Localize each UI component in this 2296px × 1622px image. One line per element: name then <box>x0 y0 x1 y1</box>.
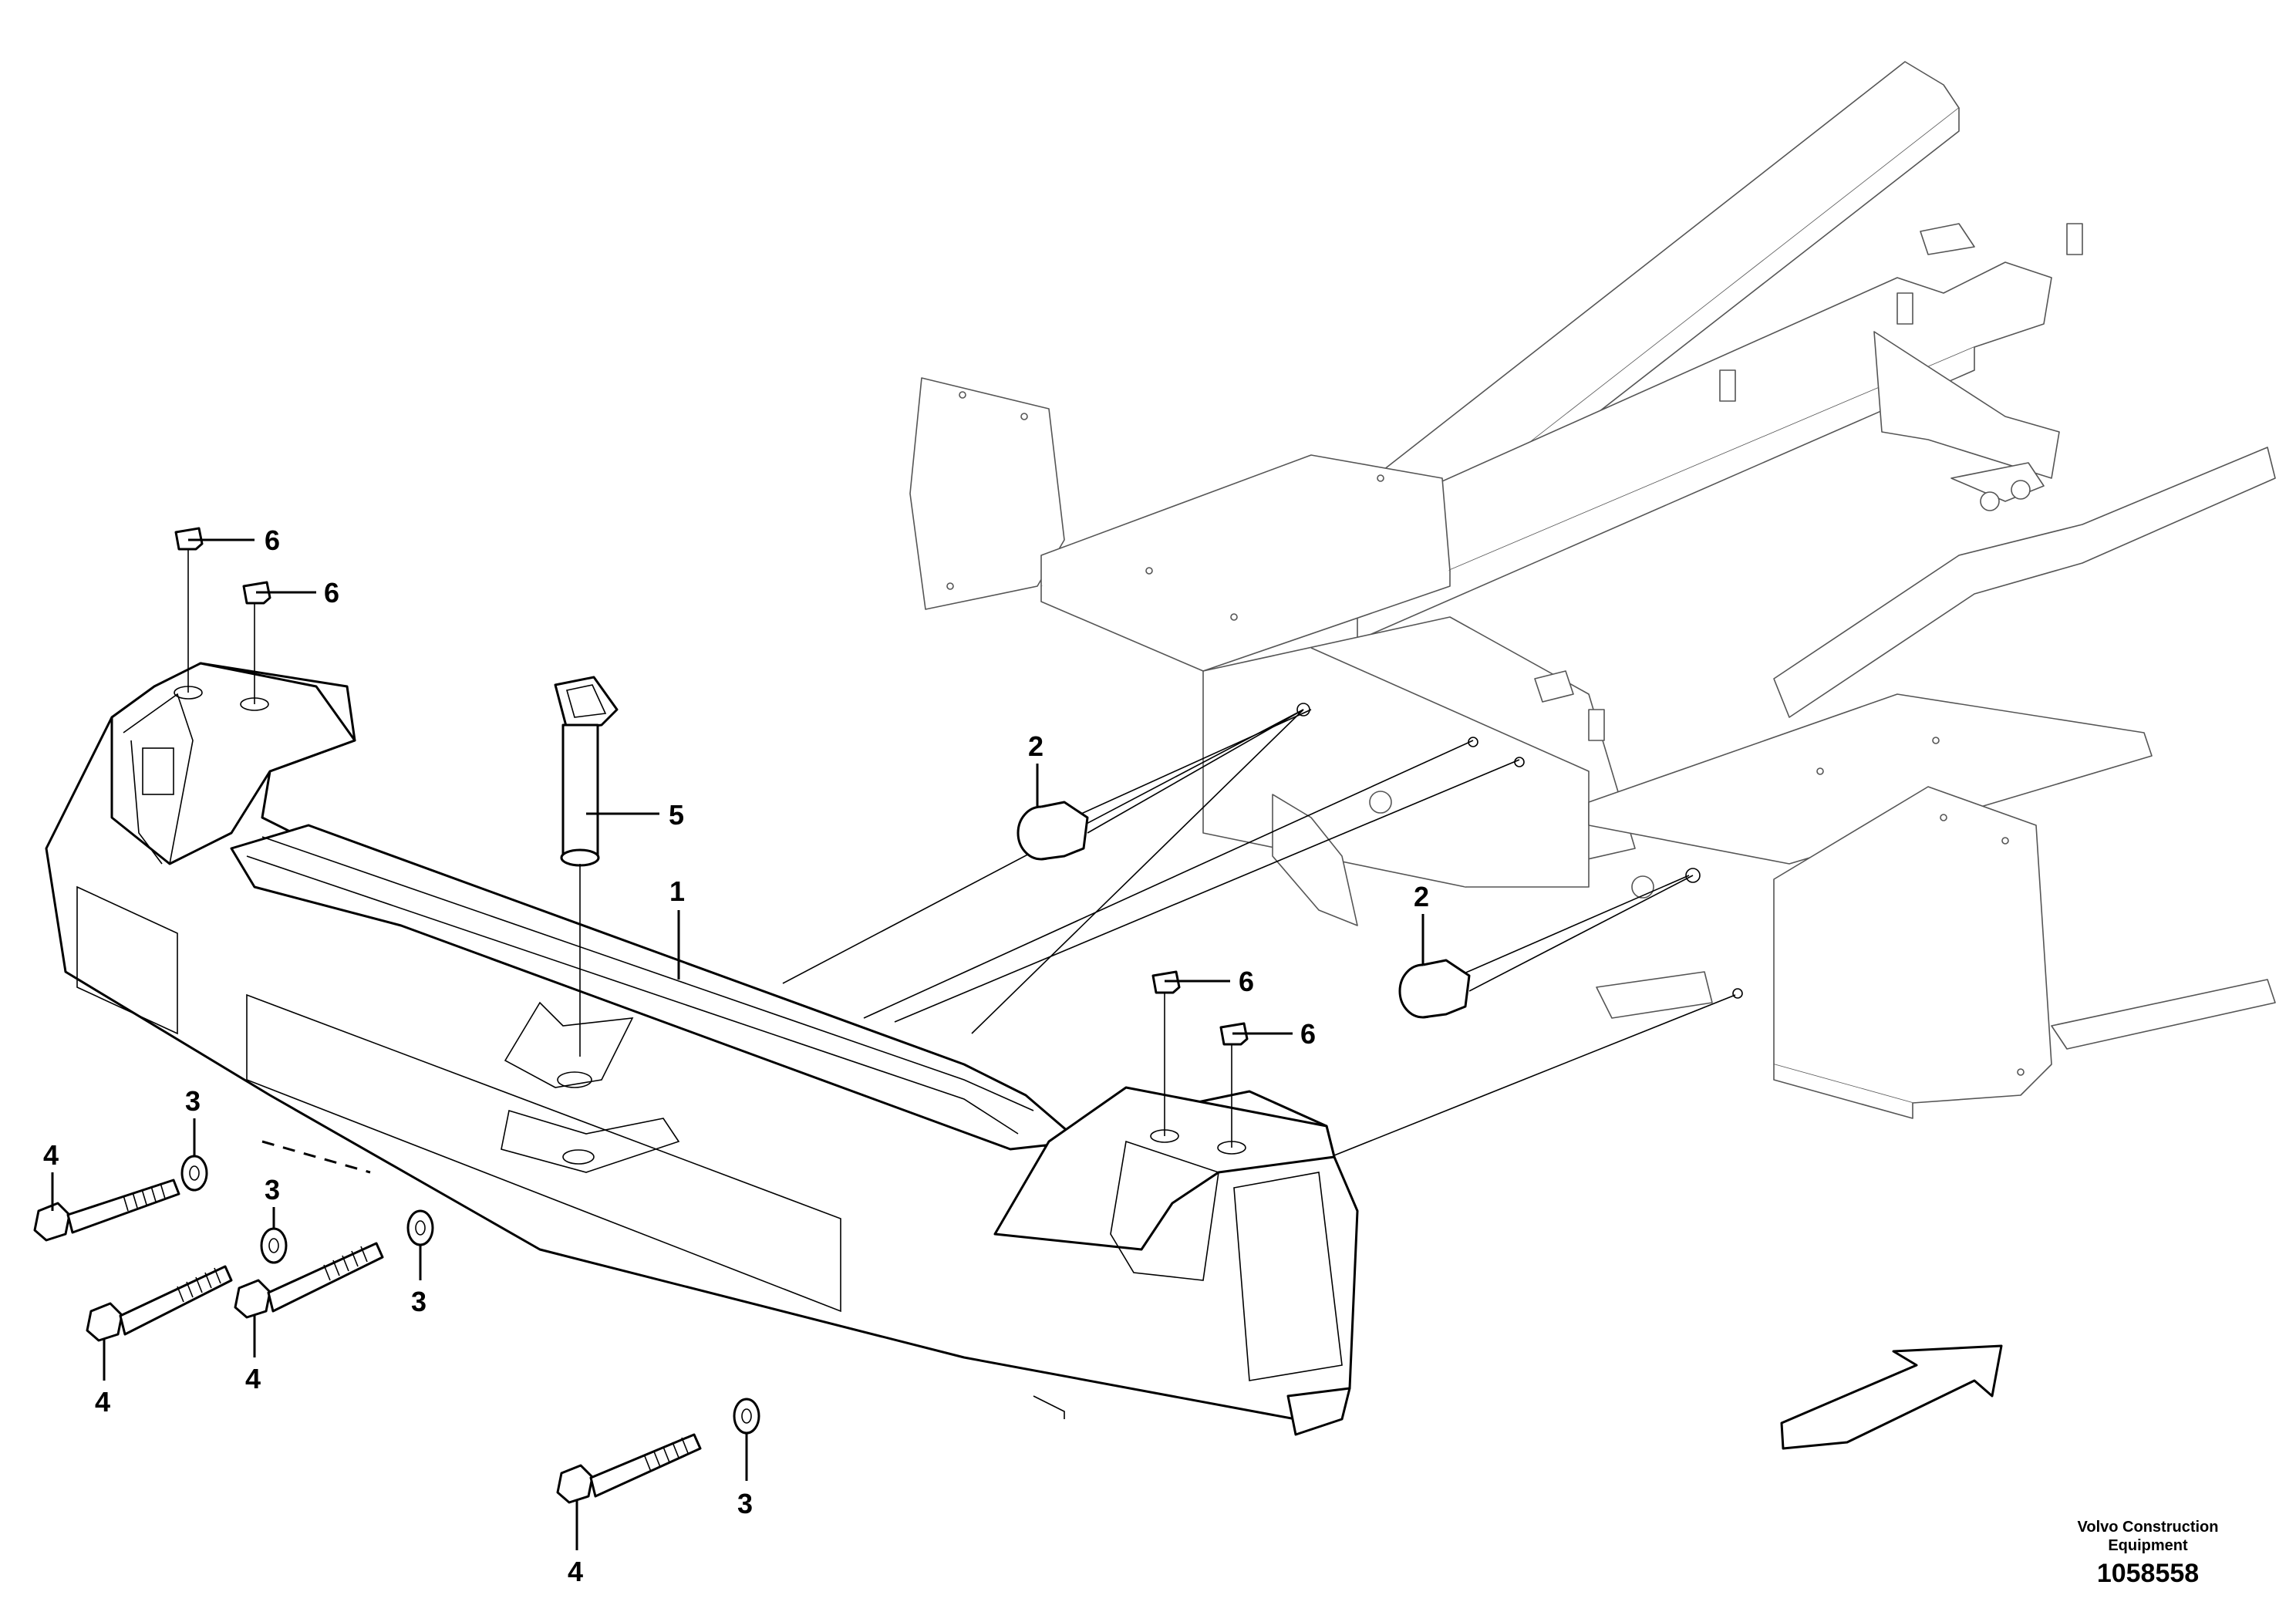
part-5-lock-pin <box>554 676 619 1057</box>
callout-4-a: 4 <box>43 1139 59 1171</box>
forward-direction-arrow-icon <box>1780 1344 2003 1450</box>
callout-6-c: 6 <box>1239 966 1254 997</box>
callout-3-b: 3 <box>265 1174 280 1206</box>
callouts: 6 6 5 1 2 2 6 6 3 3 3 3 4 4 4 4 <box>43 524 1429 1587</box>
callout-2-a: 2 <box>1028 730 1043 762</box>
callout-3-d: 3 <box>737 1488 753 1519</box>
callout-3-a: 3 <box>185 1085 201 1117</box>
part-3-washer-4 <box>733 1398 760 1435</box>
machine-frame <box>909 61 2276 1119</box>
callout-5: 5 <box>669 799 684 831</box>
callout-4-b: 4 <box>95 1386 110 1418</box>
part-2-plug-left <box>1017 709 1304 861</box>
part-4-bolt-1 <box>33 1179 180 1242</box>
callout-6-d: 6 <box>1300 1018 1316 1050</box>
assembly-guide-lines <box>782 703 1743 1158</box>
drawing-number: 1058558 <box>2096 1559 2200 1588</box>
brand-line-2: Equipment <box>2108 1537 2188 1554</box>
callout-2-b: 2 <box>1414 881 1429 912</box>
part-3-washer-1 <box>180 1155 208 1192</box>
callout-4-c: 4 <box>245 1363 261 1394</box>
part-2-plug-right <box>1398 875 1694 1019</box>
callout-1: 1 <box>669 875 685 907</box>
bumper-counterweight <box>45 662 1359 1436</box>
callout-3-c: 3 <box>411 1286 426 1317</box>
callout-4-d: 4 <box>568 1556 583 1587</box>
part-4-bolt-3 <box>234 1242 384 1319</box>
part-3-washer-2 <box>260 1227 288 1264</box>
part-4-bolt-2 <box>86 1265 233 1342</box>
callout-6-a: 6 <box>265 524 280 556</box>
part-3-washer-3 <box>406 1209 434 1246</box>
brand-line-1: Volvo Construction <box>2077 1519 2219 1536</box>
leader-lines <box>51 538 1424 1550</box>
part-4-bolt-4 <box>556 1433 702 1504</box>
callout-6-b: 6 <box>324 577 339 609</box>
